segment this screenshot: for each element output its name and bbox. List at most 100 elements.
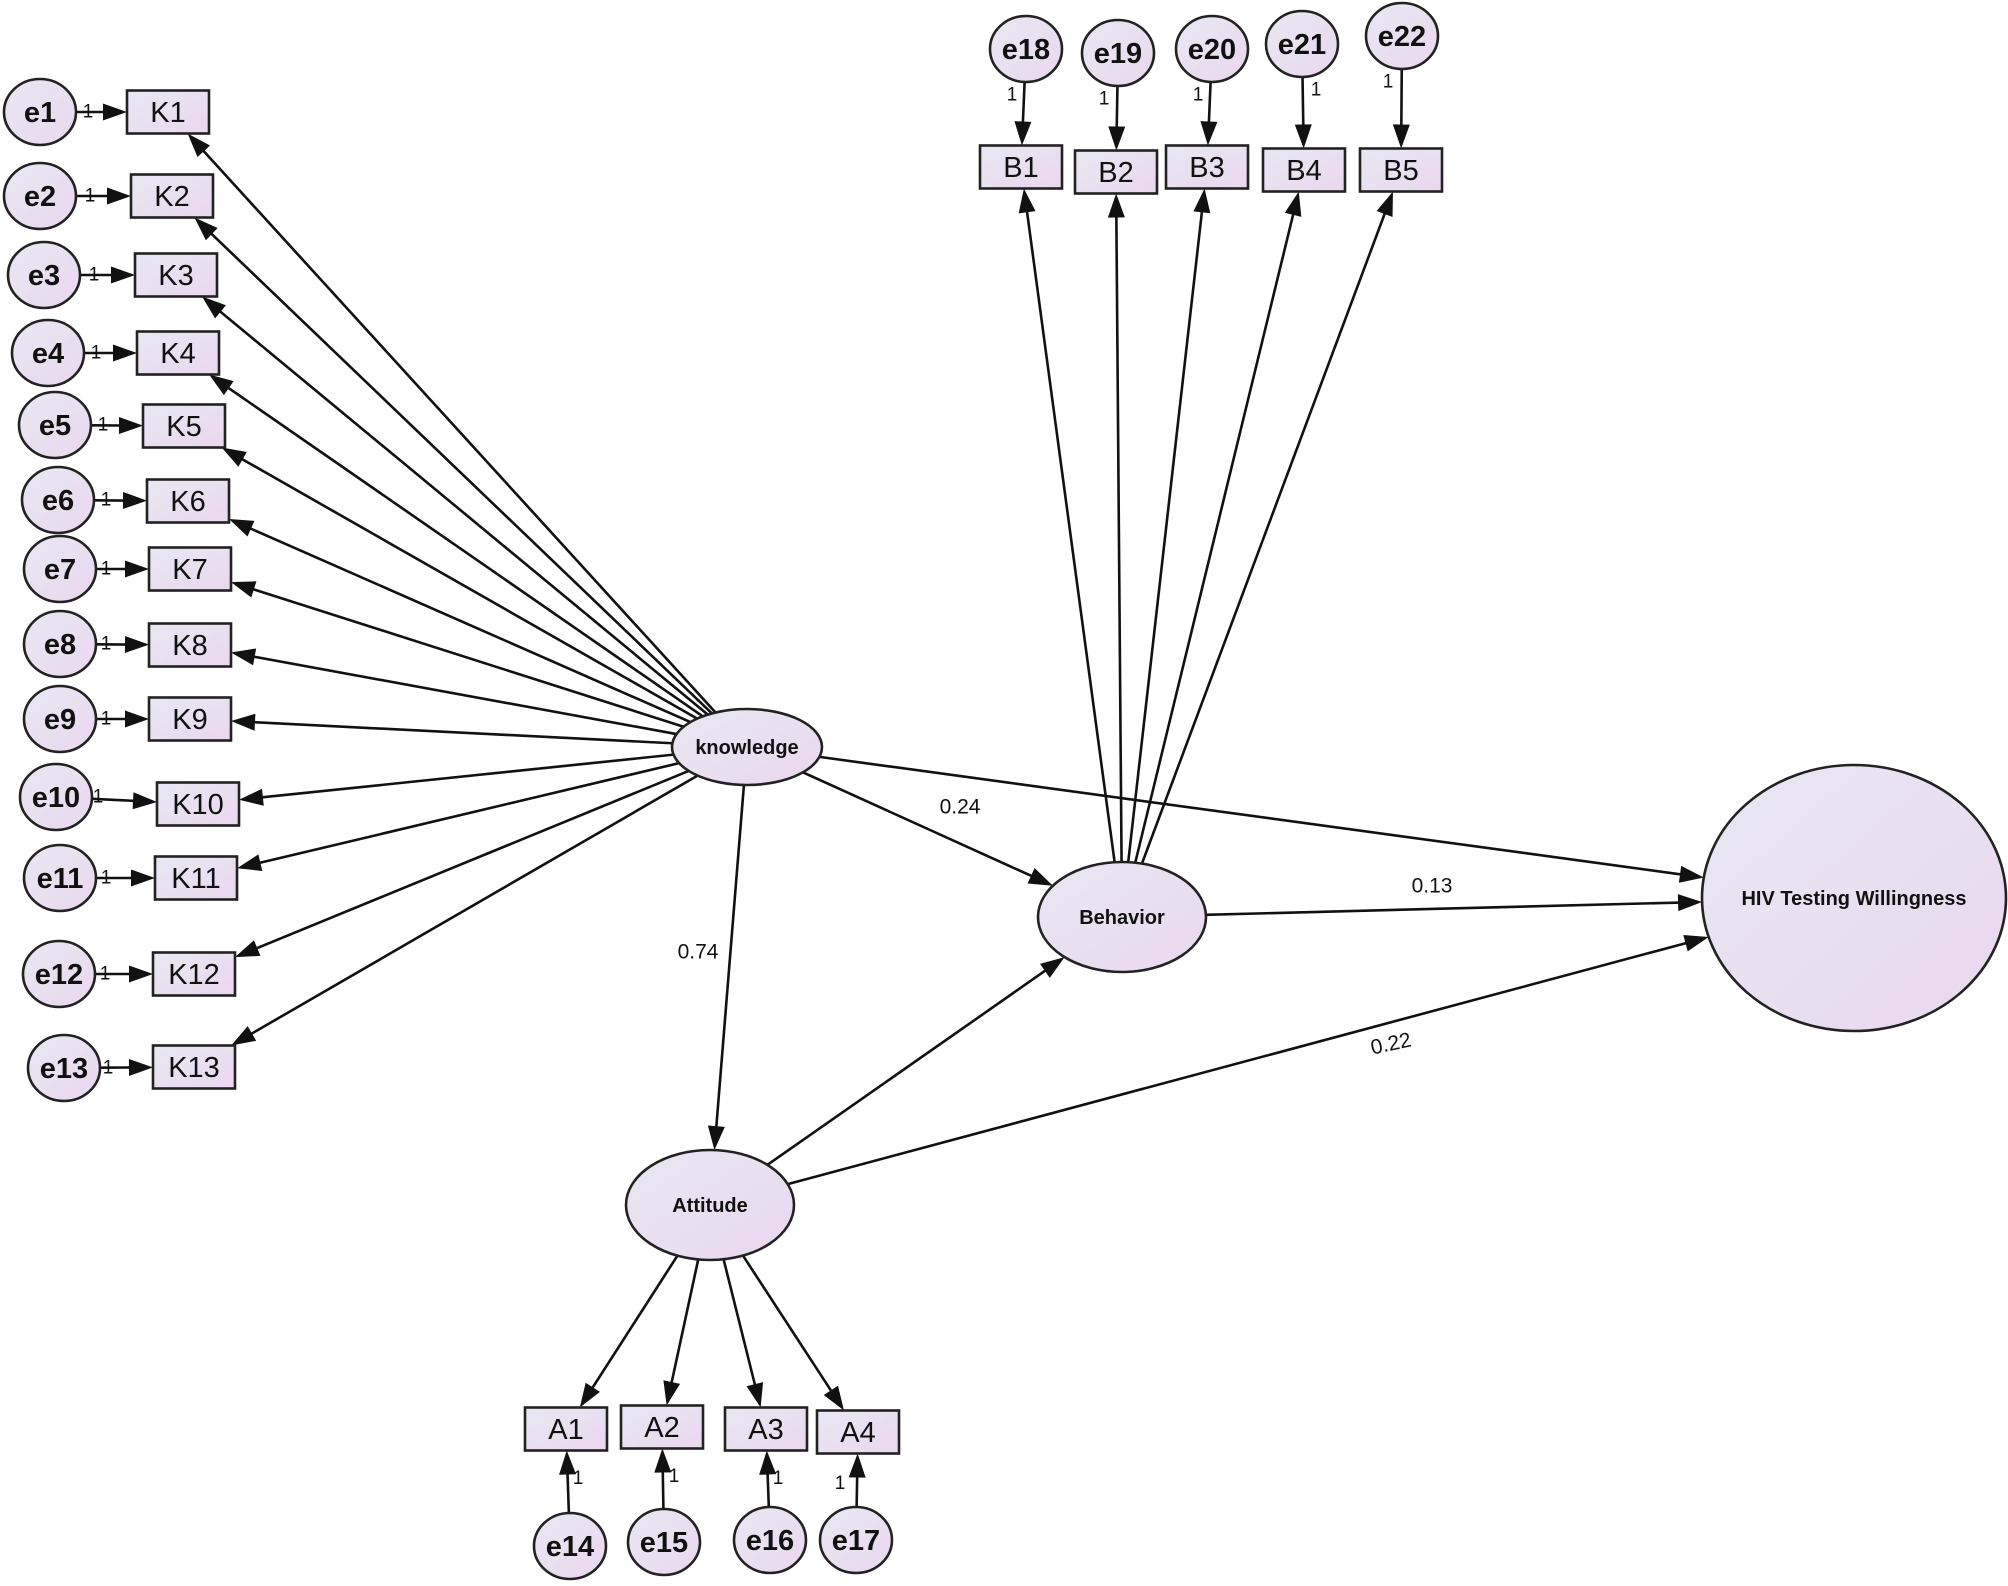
a1-label: A1 — [548, 1414, 583, 1446]
e5-label: e5 — [39, 410, 71, 442]
e10-label: e10 — [32, 782, 80, 814]
loading-behavior-b3 — [1126, 188, 1211, 863]
e17-label: e17 — [832, 1525, 880, 1557]
k1-label: K1 — [150, 97, 185, 129]
weight-label-e6: 1 — [101, 490, 112, 511]
weight-label-e4: 1 — [91, 343, 102, 364]
k6-label: K6 — [170, 486, 205, 518]
b3-label: B3 — [1189, 152, 1224, 184]
error-path-e10 — [91, 792, 157, 810]
error-path-e7 — [96, 560, 149, 578]
e7-label: e7 — [44, 554, 76, 586]
k12-label: K12 — [168, 959, 220, 991]
e8-label: e8 — [44, 629, 76, 661]
weight-label-e1: 1 — [83, 102, 94, 123]
k10-box: K10 — [155, 781, 241, 827]
k10-label: K10 — [172, 789, 224, 821]
edges-layer — [76, 68, 1709, 1514]
e8-error: e8 — [22, 609, 98, 679]
e11-error: e11 — [22, 843, 98, 913]
path-attitude-hiv — [787, 935, 1709, 1186]
k11-box: K11 — [153, 855, 239, 901]
loading-knowledge-k9 — [231, 713, 673, 745]
k7-box: K7 — [147, 546, 233, 592]
b5-label: B5 — [1383, 155, 1418, 187]
error-path-e6 — [93, 492, 147, 509]
e13-error: e13 — [26, 1033, 102, 1103]
coefficient-knowledge-behavior: 0.24 — [940, 796, 981, 819]
weight-label-e17: 1 — [835, 1473, 846, 1494]
e4-error: e4 — [10, 318, 86, 388]
weight-label-e21: 1 — [1311, 80, 1322, 101]
loading-attitude-a4 — [741, 1254, 844, 1411]
path-knowledge-behavior — [802, 771, 1053, 886]
k5-label: K5 — [166, 411, 201, 443]
e19-error: e19 — [1080, 18, 1156, 88]
e14-error: e14 — [532, 1511, 608, 1581]
k9-label: K9 — [172, 704, 207, 736]
e21-error: e21 — [1264, 9, 1340, 79]
weight-label-e9: 1 — [101, 709, 112, 730]
k1-box: K1 — [125, 89, 211, 135]
error-path-e2 — [76, 187, 131, 205]
behavior-latent: Behavior — [1036, 860, 1208, 974]
loading-behavior-b5 — [1140, 191, 1393, 865]
loading-knowledge-k1 — [187, 133, 717, 714]
error-path-e15 — [654, 1448, 672, 1510]
e15-label: e15 — [640, 1527, 688, 1559]
weight-label-e12: 1 — [100, 964, 111, 985]
k13-label: K13 — [168, 1052, 220, 1084]
b2-label: B2 — [1098, 157, 1133, 189]
e14-label: e14 — [546, 1531, 594, 1563]
k3-box: K3 — [133, 252, 219, 298]
e19-label: e19 — [1094, 38, 1142, 70]
e20-error: e20 — [1174, 14, 1250, 84]
error-path-e1 — [76, 103, 127, 121]
loading-behavior-b2 — [1107, 193, 1125, 863]
k6-box: K6 — [145, 478, 231, 524]
path-attitude-behavior — [766, 957, 1065, 1166]
weight-label-e16: 1 — [773, 1468, 784, 1489]
weight-label-e13: 1 — [103, 1058, 114, 1079]
loading-knowledge-k4 — [209, 374, 704, 718]
e18-error: e18 — [988, 14, 1064, 84]
b3-box: B3 — [1164, 144, 1250, 190]
k12-box: K12 — [151, 951, 237, 997]
e2-label: e2 — [24, 181, 56, 213]
a3-box: A3 — [723, 1406, 809, 1452]
e6-error: e6 — [20, 465, 96, 535]
coefficient-knowledge-attitude: 0.74 — [678, 941, 719, 964]
e5-error: e5 — [17, 390, 93, 460]
error-path-e12 — [95, 965, 153, 983]
e13-label: e13 — [40, 1053, 88, 1085]
e3-error: e3 — [6, 240, 82, 310]
a4-box: A4 — [815, 1409, 901, 1455]
e7-error: e7 — [22, 534, 98, 604]
weight-label-e3: 1 — [89, 265, 100, 286]
behavior-label: Behavior — [1079, 907, 1165, 929]
k2-label: K2 — [154, 181, 189, 213]
coefficient-behavior-hiv: 0.13 — [1412, 875, 1453, 898]
loading-knowledge-k3 — [202, 296, 709, 716]
k3-label: K3 — [158, 260, 193, 292]
loading-attitude-a3 — [722, 1258, 764, 1408]
error-path-e13 — [99, 1059, 153, 1076]
loading-knowledge-k2 — [194, 217, 713, 715]
knowledge-label: knowledge — [695, 737, 798, 759]
loading-attitude-a1 — [579, 1254, 679, 1408]
e17-error: e17 — [818, 1505, 894, 1575]
hiv-latent: HIV Testing Willingness — [1700, 763, 2008, 1033]
loading-knowledge-k8 — [231, 648, 677, 736]
e21-label: e21 — [1278, 29, 1326, 61]
k8-box: K8 — [147, 622, 233, 668]
k13-box: K13 — [151, 1044, 237, 1090]
e16-label: e16 — [746, 1525, 794, 1557]
k7-label: K7 — [172, 554, 207, 586]
error-path-e18 — [1014, 81, 1032, 146]
knowledge-latent: knowledge — [670, 707, 824, 787]
e22-error: e22 — [1364, 1, 1440, 71]
b2-box: B2 — [1073, 149, 1159, 195]
coefficient-attitude-hiv: 0.22 — [1369, 1029, 1414, 1060]
error-path-e5 — [90, 416, 143, 434]
